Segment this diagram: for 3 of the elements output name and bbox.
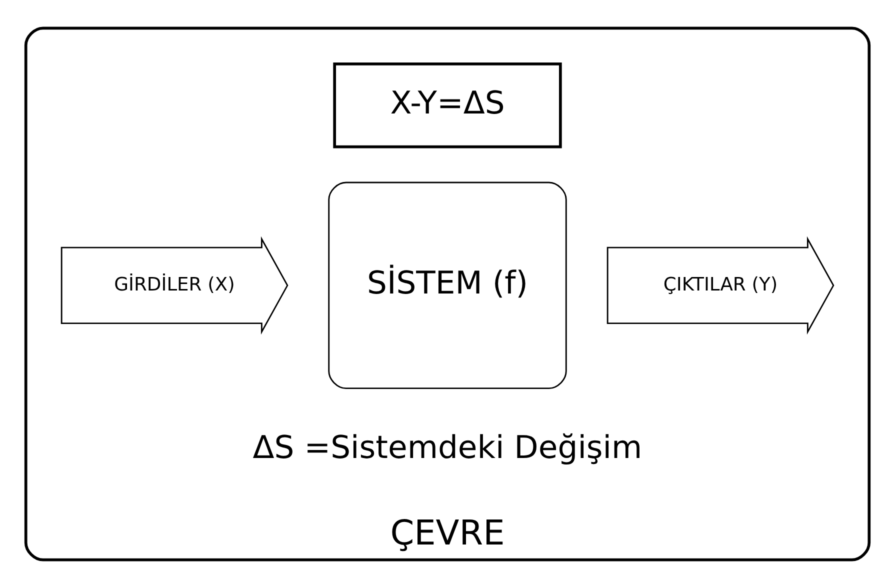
label: ΔS =Sistemdeki Değişim (252, 430, 642, 466)
node-box: SİSTEM (f) (328, 182, 567, 390)
node-box: X-Y=ΔS (333, 62, 562, 148)
